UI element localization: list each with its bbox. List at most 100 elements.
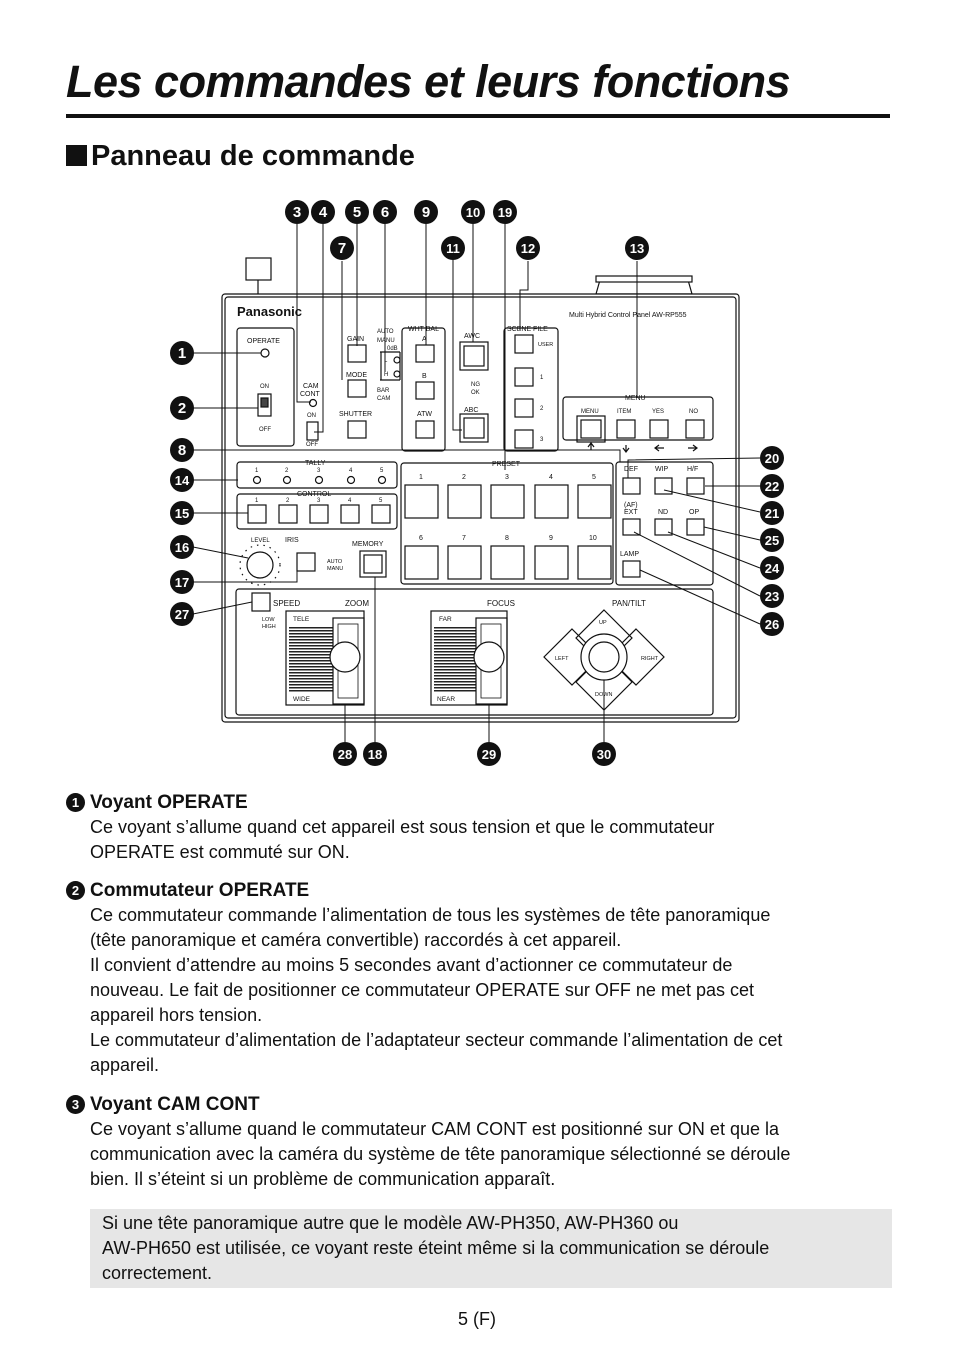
svg-text:HIGH: HIGH xyxy=(262,624,276,630)
callout-23-marker xyxy=(760,584,784,608)
scene-user-button xyxy=(514,334,534,354)
item-text-line: bien. Il s’éteint si un problème de comm… xyxy=(90,1169,556,1189)
svg-text:5: 5 xyxy=(592,474,596,481)
svg-text:FAR: FAR xyxy=(439,616,452,623)
svg-text:A: A xyxy=(422,336,427,343)
callout-14-marker xyxy=(170,468,194,492)
item-text-line: (tête panoramique et caméra convertible)… xyxy=(90,930,622,950)
item-button xyxy=(616,419,636,439)
callout-14-label: 14 xyxy=(175,473,190,488)
page-title: Les commandes et leurs fonctions xyxy=(66,56,791,107)
callout-17-label: 17 xyxy=(175,575,189,590)
control-panel-diagram: Panasonic Multi Hybrid Control Panel AW-… xyxy=(170,200,784,766)
svg-text:ON: ON xyxy=(307,413,316,419)
callout-23-label: 23 xyxy=(765,589,779,604)
control-5-button xyxy=(371,504,391,524)
item-text-line: nouveau. Le fait de positionner ce commu… xyxy=(90,980,754,1000)
svg-text:MANU: MANU xyxy=(377,338,395,344)
wb-b-button xyxy=(415,381,435,400)
callout-16-label: 16 xyxy=(175,540,189,555)
def-button xyxy=(622,477,641,495)
callout-8-marker xyxy=(170,438,194,462)
svg-text:UP: UP xyxy=(599,620,607,626)
nd-button xyxy=(654,518,673,536)
svg-text:ATW: ATW xyxy=(417,411,432,418)
svg-text:WIDE: WIDE xyxy=(293,696,311,703)
item-text-line: Il convient d’attendre au moins 5 second… xyxy=(90,955,733,975)
svg-text:WIP: WIP xyxy=(655,466,669,473)
scene-2-button xyxy=(514,398,534,418)
svg-text:MENU: MENU xyxy=(581,409,599,415)
memory-button xyxy=(359,550,387,578)
svg-text:1: 1 xyxy=(255,498,259,504)
svg-text:IRIS: IRIS xyxy=(285,537,299,544)
wip-button xyxy=(654,477,673,495)
svg-text:EXT: EXT xyxy=(624,509,638,516)
callout-13-label: 13 xyxy=(630,241,644,256)
svg-text:OP: OP xyxy=(689,509,699,516)
svg-text:1: 1 xyxy=(255,468,259,474)
callout-9-label: 9 xyxy=(422,204,430,221)
ext-button xyxy=(622,518,641,536)
svg-text:10: 10 xyxy=(589,535,597,542)
svg-text:YES: YES xyxy=(652,409,664,415)
svg-text:2: 2 xyxy=(462,474,466,481)
item-text-line: appareil. xyxy=(90,1055,160,1075)
svg-text:USER: USER xyxy=(538,342,553,348)
svg-text:MEMORY: MEMORY xyxy=(352,541,384,548)
antenna-connector xyxy=(245,257,272,281)
callout-25-label: 25 xyxy=(765,533,779,548)
callout-1-label: 1 xyxy=(178,345,186,362)
svg-text:MODE: MODE xyxy=(346,372,367,379)
svg-text:OFF: OFF xyxy=(306,442,318,448)
callout-11-label: 11 xyxy=(446,241,460,256)
svg-text:2: 2 xyxy=(286,498,290,504)
svg-text:NEAR: NEAR xyxy=(437,696,455,703)
svg-text:H/F: H/F xyxy=(687,466,698,473)
callout-5-label: 5 xyxy=(353,204,361,221)
callout-29-label: 29 xyxy=(482,747,496,762)
iris-mode-button xyxy=(296,552,316,572)
svg-text:GAIN: GAIN xyxy=(347,336,364,343)
svg-text:TALLY: TALLY xyxy=(305,460,326,467)
svg-text:1: 1 xyxy=(540,375,544,381)
svg-text:5: 5 xyxy=(380,468,384,474)
item-text-line: appareil hors tension. xyxy=(90,1005,263,1025)
svg-text:(AF): (AF) xyxy=(624,502,638,509)
item-text-line: Ce voyant s’allume quand cet appareil es… xyxy=(90,817,715,837)
no-button xyxy=(685,419,705,439)
model-label: Multi Hybrid Control Panel AW-RP555 xyxy=(569,312,687,319)
svg-text:PRESET: PRESET xyxy=(492,461,521,468)
svg-text:DEF: DEF xyxy=(624,466,638,473)
callout-26-marker xyxy=(760,612,784,636)
svg-text:OPERATE: OPERATE xyxy=(247,338,280,345)
callout-21-label: 21 xyxy=(765,506,779,521)
svg-text:8: 8 xyxy=(505,535,509,542)
control-2-button xyxy=(278,504,298,524)
svg-text:AUTO: AUTO xyxy=(327,559,343,565)
svg-text:LAMP: LAMP xyxy=(620,551,639,558)
callout-19-label: 19 xyxy=(498,205,512,220)
svg-text:0dB: 0dB xyxy=(387,346,398,352)
callout-22-marker xyxy=(760,474,784,498)
callout-27-marker xyxy=(170,602,194,626)
callout-1-marker xyxy=(170,341,194,365)
svg-text:H: H xyxy=(384,372,388,378)
cam-cont-switch xyxy=(306,421,319,441)
callout-27-label: 27 xyxy=(175,607,189,622)
svg-text:4: 4 xyxy=(348,498,352,504)
callout-19-marker xyxy=(493,200,517,224)
lamp-button xyxy=(622,560,641,578)
svg-text:LOW: LOW xyxy=(262,617,275,623)
section-heading: Panneau de commande xyxy=(66,140,415,173)
callout-12-marker xyxy=(516,236,540,260)
callout-28-marker xyxy=(333,742,357,766)
callout-15-label: 15 xyxy=(175,506,189,521)
callout-17-marker xyxy=(170,570,194,594)
svg-text:SHUTTER: SHUTTER xyxy=(339,411,372,418)
callout-15-marker xyxy=(170,501,194,525)
control-4-button xyxy=(340,504,360,524)
